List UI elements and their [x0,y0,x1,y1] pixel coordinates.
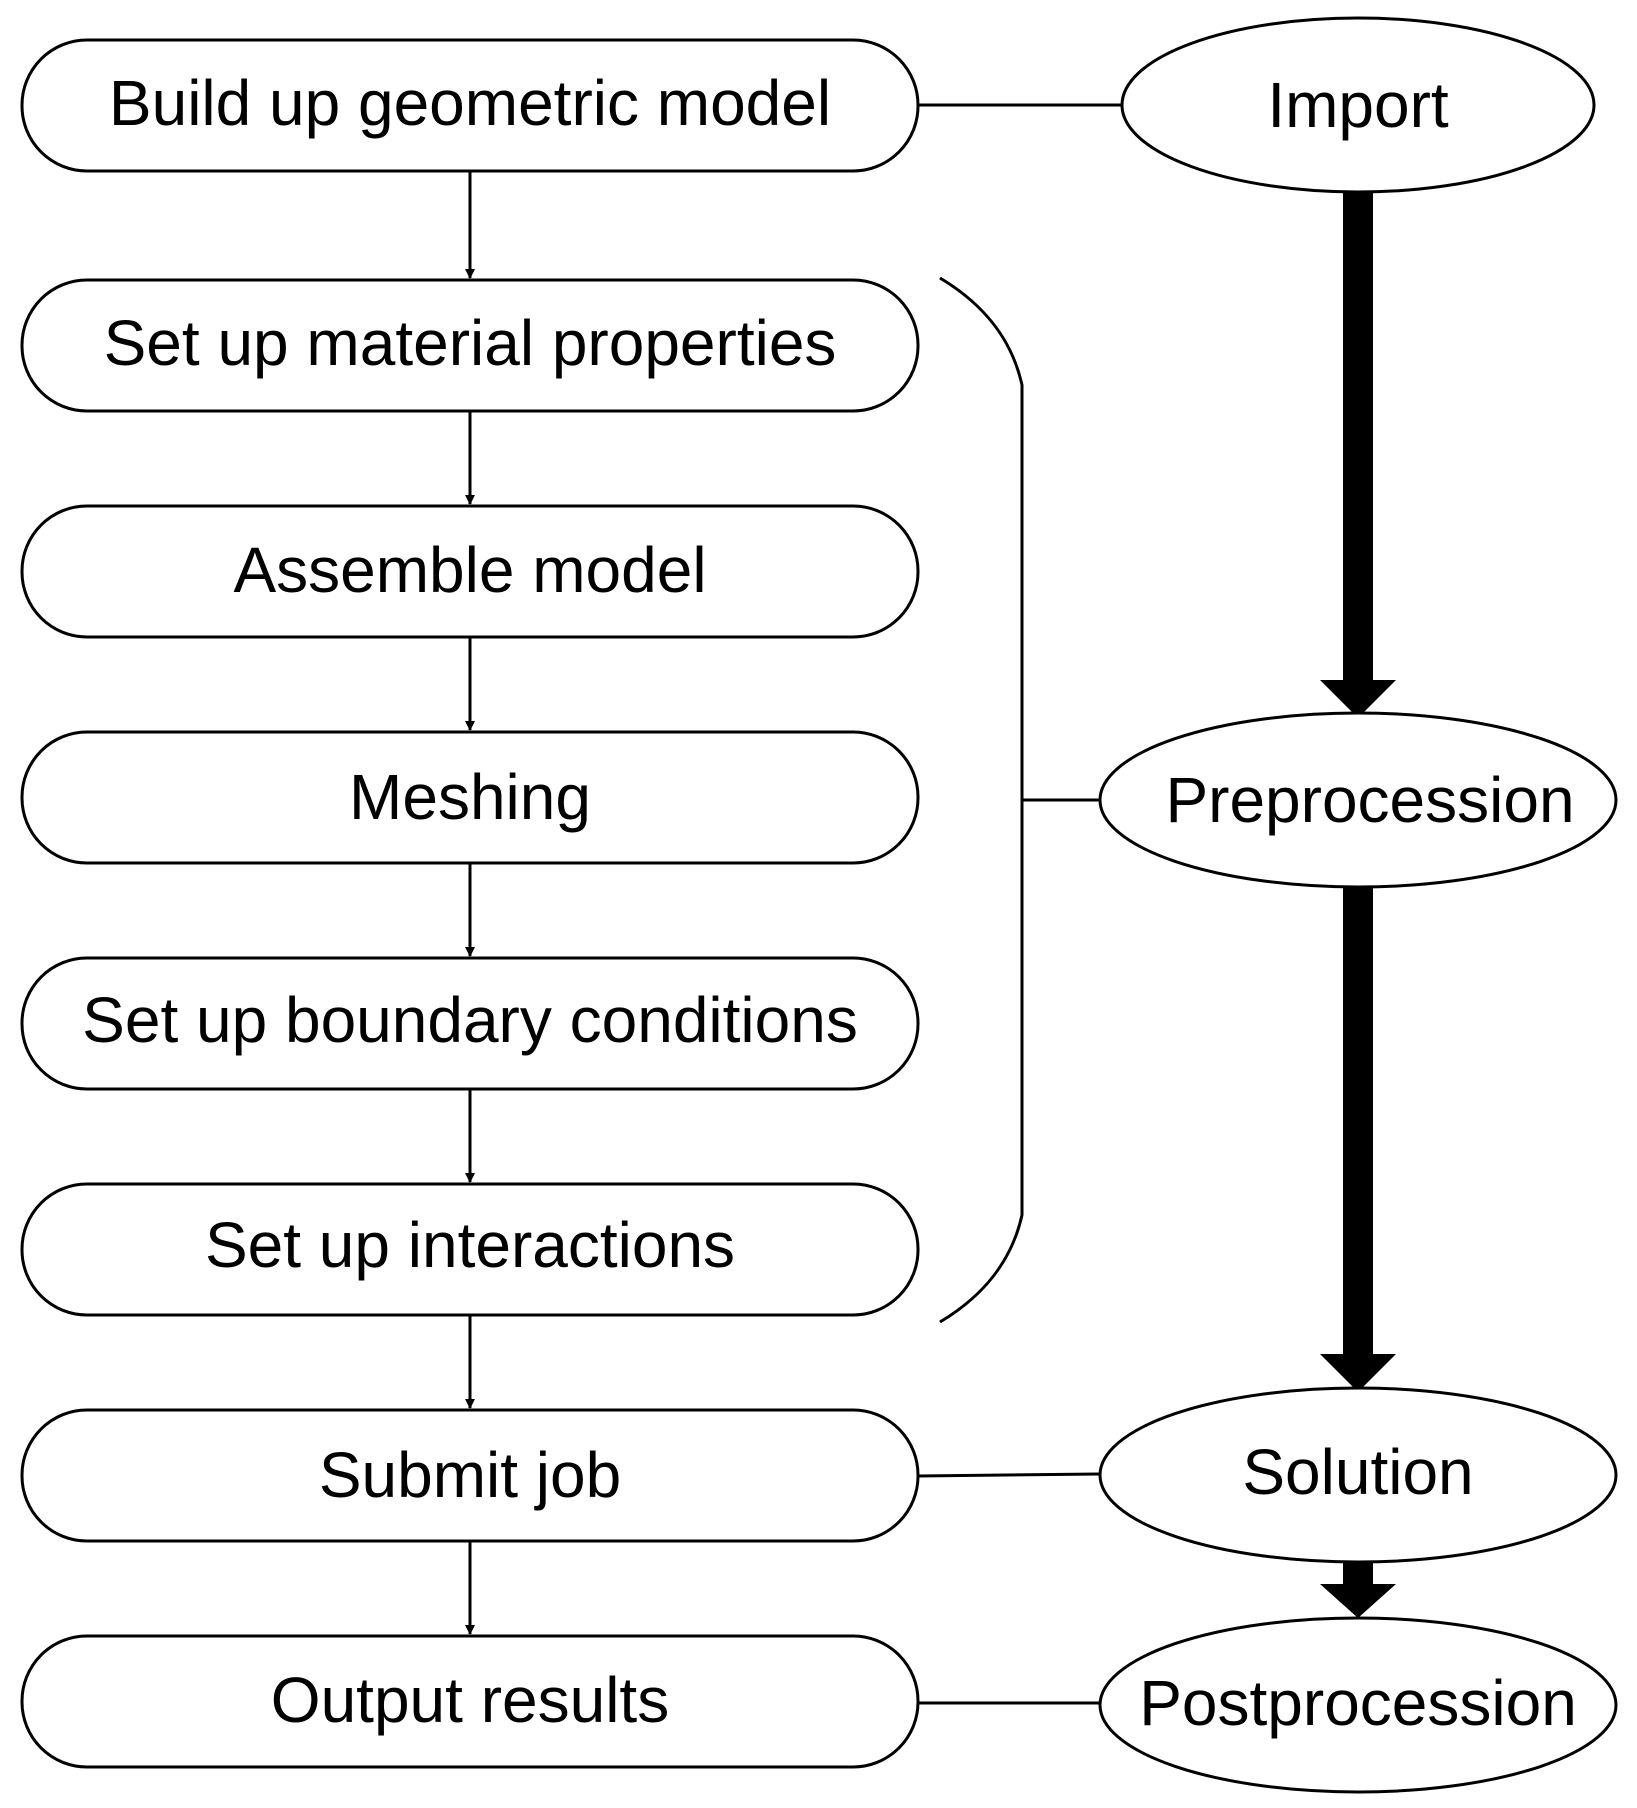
stage-ellipse-postprocession: Postprocession [1098,1616,1618,1794]
step-label: Build up geometric model [109,67,831,139]
thick-arrow-solution-to-postprocession [1320,1563,1396,1618]
step-box-meshing: Meshing [20,730,920,865]
stage-ellipse-import: Import [1120,16,1596,194]
step-box-interactions: Set up interactions [20,1182,920,1317]
step-label: Set up material properties [104,307,837,379]
stage-label: Import [1267,69,1449,141]
step-box-assemble-model: Assemble model [20,504,920,639]
thick-arrow-import-to-preprocession [1320,192,1396,718]
step-box-material-properties: Set up material properties [20,278,920,413]
stage-label: Postprocession [1139,1667,1577,1739]
step-label: Meshing [349,761,591,833]
connector-line [917,1472,1101,1478]
stage-ellipse-preprocession: Preprocession [1098,711,1618,889]
step-label: Set up interactions [205,1209,735,1281]
step-label: Submit job [319,1439,621,1511]
step-label: Assemble model [233,534,706,606]
stage-label: Preprocession [1165,764,1574,836]
step-box-boundary-conditions: Set up boundary conditions [20,956,920,1091]
step-box-output-results: Output results [20,1634,920,1769]
step-box-submit-job: Submit job [20,1408,920,1543]
step-label: Output results [271,1664,669,1736]
stage-connectors [917,103,1122,1705]
step-label: Set up boundary conditions [82,984,858,1056]
thick-arrow-preprocession-to-solution [1320,888,1396,1392]
stage-label: Solution [1242,1436,1473,1508]
preprocessing-bracket [939,276,1024,1324]
stage-arrows [1320,192,1396,1618]
stage-ellipse-solution: Solution [1098,1386,1618,1564]
step-box-build-geometric-model: Build up geometric model [20,38,920,173]
